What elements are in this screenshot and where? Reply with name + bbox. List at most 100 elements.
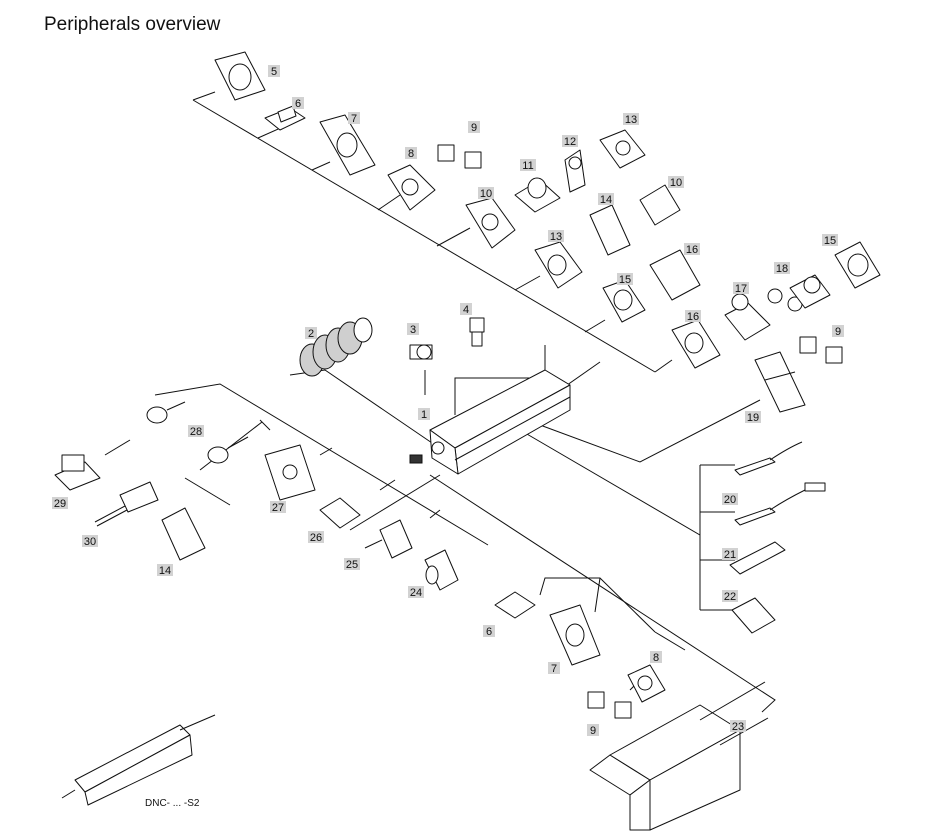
part-number-label-6: 6 — [292, 97, 304, 110]
part-rail-21 — [729, 541, 786, 575]
label-text: 24 — [410, 587, 422, 599]
part-number-label-19: 19 — [745, 411, 761, 424]
part-number-label-9: 9 — [468, 121, 480, 134]
label-box — [478, 187, 494, 199]
part-number-label-17: 17 — [733, 282, 749, 295]
label-box — [548, 662, 560, 674]
part-lower-mounts — [494, 591, 666, 719]
label-box — [405, 147, 417, 159]
label-box — [483, 625, 495, 637]
label-box — [270, 501, 286, 513]
part-plate-7 — [319, 114, 376, 176]
part-number-label-8: 8 — [405, 147, 417, 160]
part-number-label-28: 28 — [188, 425, 204, 438]
label-box — [685, 310, 701, 322]
part-rod-eye-28 — [146, 401, 249, 464]
label-text: 14 — [600, 194, 612, 206]
label-box — [305, 327, 317, 339]
part-number-label-20: 20 — [722, 493, 738, 506]
part-number-label-7-2: 7 — [548, 662, 560, 675]
label-text: 16 — [686, 244, 698, 256]
label-text: 17 — [735, 283, 747, 295]
part-eye-17 — [724, 293, 771, 341]
part-bracket-13 — [534, 129, 646, 289]
part-number-label-9-3: 9 — [587, 724, 599, 737]
label-box — [308, 531, 324, 543]
label-text: 26 — [310, 532, 322, 544]
label-box — [460, 303, 472, 315]
part-pivot-18 — [767, 274, 831, 312]
part-guide-unit-23 — [589, 681, 769, 831]
label-text: 29 — [54, 498, 66, 510]
part-number-label-27: 27 — [270, 501, 286, 514]
label-text: 15 — [619, 274, 631, 286]
part-number-label-8-2: 8 — [650, 651, 662, 664]
label-text: 7 — [351, 113, 357, 125]
label-text: 1 — [421, 409, 427, 421]
label-text: 27 — [272, 502, 284, 514]
label-box — [722, 548, 738, 560]
part-number-label-7: 7 — [348, 112, 360, 125]
part-threaded-30 — [94, 481, 159, 527]
label-text: 28 — [190, 426, 202, 438]
label-box — [157, 564, 173, 576]
label-box — [730, 720, 746, 732]
part-variant-s2 — [61, 714, 216, 806]
part-number-label-13-2: 13 — [548, 230, 564, 243]
part-flange-8 — [387, 164, 436, 211]
label-box — [82, 535, 98, 547]
part-number-label-23: 23 — [730, 720, 746, 733]
part-clevis-11 — [514, 177, 561, 213]
label-text: 11 — [522, 160, 533, 172]
part-number-label-3: 3 — [407, 323, 419, 336]
label-text: 3 — [410, 324, 416, 336]
label-box — [408, 586, 424, 598]
part-sensors-20 — [734, 441, 826, 526]
label-text: 20 — [724, 494, 736, 506]
label-box — [407, 323, 419, 335]
part-number-label-10-2: 10 — [668, 176, 684, 189]
part-number-label-22: 22 — [722, 590, 738, 603]
label-text: 4 — [463, 304, 469, 316]
parts — [54, 51, 881, 831]
part-frame-19 — [754, 351, 806, 413]
label-box — [733, 282, 749, 294]
label-text: 9 — [590, 725, 596, 737]
leader-lines — [104, 91, 776, 713]
label-text: 14 — [159, 565, 171, 577]
part-elbow-fitting — [409, 344, 433, 360]
label-box — [623, 113, 639, 125]
part-cylinder — [409, 369, 571, 475]
part-foot-6 — [264, 105, 306, 131]
label-box — [722, 590, 738, 602]
part-number-label-11: 11 — [520, 159, 536, 172]
part-number-label-21: 21 — [722, 548, 738, 561]
label-text: 22 — [724, 591, 736, 603]
part-number-label-14: 14 — [598, 193, 614, 206]
label-box — [822, 234, 838, 246]
label-box — [268, 65, 280, 77]
label-text: 13 — [550, 231, 562, 243]
label-text: 21 — [724, 549, 736, 561]
label-text: 23 — [732, 721, 744, 733]
label-box — [548, 230, 564, 242]
part-number-label-12: 12 — [562, 135, 578, 148]
label-box — [520, 159, 536, 171]
part-number-label-29: 29 — [52, 497, 68, 510]
label-box — [650, 651, 662, 663]
part-number-label-10: 10 — [478, 187, 494, 200]
part-number-label-4: 4 — [460, 303, 472, 316]
label-text: 30 — [84, 536, 96, 548]
label-text: 8 — [408, 148, 414, 160]
label-box — [745, 411, 761, 423]
label-text: 10 — [670, 177, 682, 189]
part-coupling-24 — [424, 549, 459, 591]
label-box — [348, 112, 360, 124]
part-number-label-13: 13 — [623, 113, 639, 126]
part-blocks-9 — [437, 144, 843, 364]
part-coupling-25 — [364, 519, 413, 559]
part-clevis-26 — [319, 497, 361, 529]
